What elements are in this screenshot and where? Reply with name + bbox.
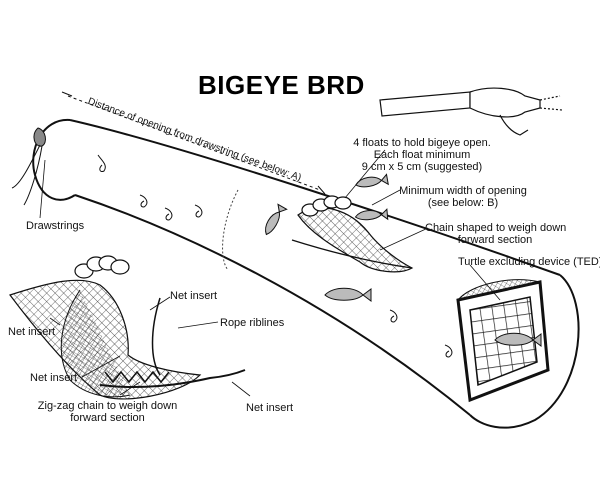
shrimp-icon [444,344,453,358]
ted-label: Turtle excluding device (TED) [458,256,600,268]
floats-label-line-1: 4 floats to hold bigeye open. [353,137,491,149]
chain-label-line-1: Chain shaped to weigh down [425,222,567,234]
floats-label-line-2: Each float minimum [373,149,471,161]
bigeye-opening [291,207,414,273]
inset-leader-lines [49,296,251,397]
zigzag-label-line-1: Zig-zag chain to weigh down [37,400,178,412]
leader-lines [39,149,501,301]
rope-riblines-label: Rope riblines [220,317,285,329]
zigzag-label-line-2: forward section [70,412,145,424]
shrimp-icon [389,309,398,323]
min-width-label-line-1: Minimum width of opening [399,185,527,197]
inset-floats [74,255,130,279]
min-width-label: Minimum width of opening (see below: B) [398,185,528,209]
fish-icon [354,208,389,221]
float-icon [334,196,352,210]
min-width-label-line-2: (see below: B) [427,197,499,209]
zigzag-label: Zig-zag chain to weigh down forward sect… [20,400,195,424]
fish-icon [324,287,372,302]
shrimp-icon [164,207,173,221]
net-insert-bottom-label: Net insert [246,402,294,414]
fish-group [265,173,542,347]
floats-label: 4 floats to hold bigeye open. Each float… [352,137,492,173]
inset-trawl-icon [9,255,246,400]
shrimp-icon [139,194,148,208]
fish-icon [494,332,542,347]
net-insert-top-label: Net insert [170,290,218,302]
distance-arrow [61,91,326,195]
shrimp-group [97,154,453,358]
net-insert-mid-label: Net insert [30,372,78,384]
fish-icon [355,173,389,188]
chain-label: Chain shaped to weigh down forward secti… [425,222,567,246]
diagram-title: BIGEYE BRD [198,70,365,100]
fish-icon [265,203,288,236]
shrimp-icon [97,154,106,172]
drawstring-knot-icon [11,127,46,206]
shrimp-icon [194,204,203,218]
chain-label-line-2: forward section [457,234,533,246]
hand-sketch-icon [379,87,563,136]
net-insert-left-label: Net insert [8,326,56,338]
drawstrings-label: Drawstrings [26,220,85,232]
floats-label-line-3: 9 cm x 5 cm (suggested) [361,161,483,173]
floats [301,195,352,217]
